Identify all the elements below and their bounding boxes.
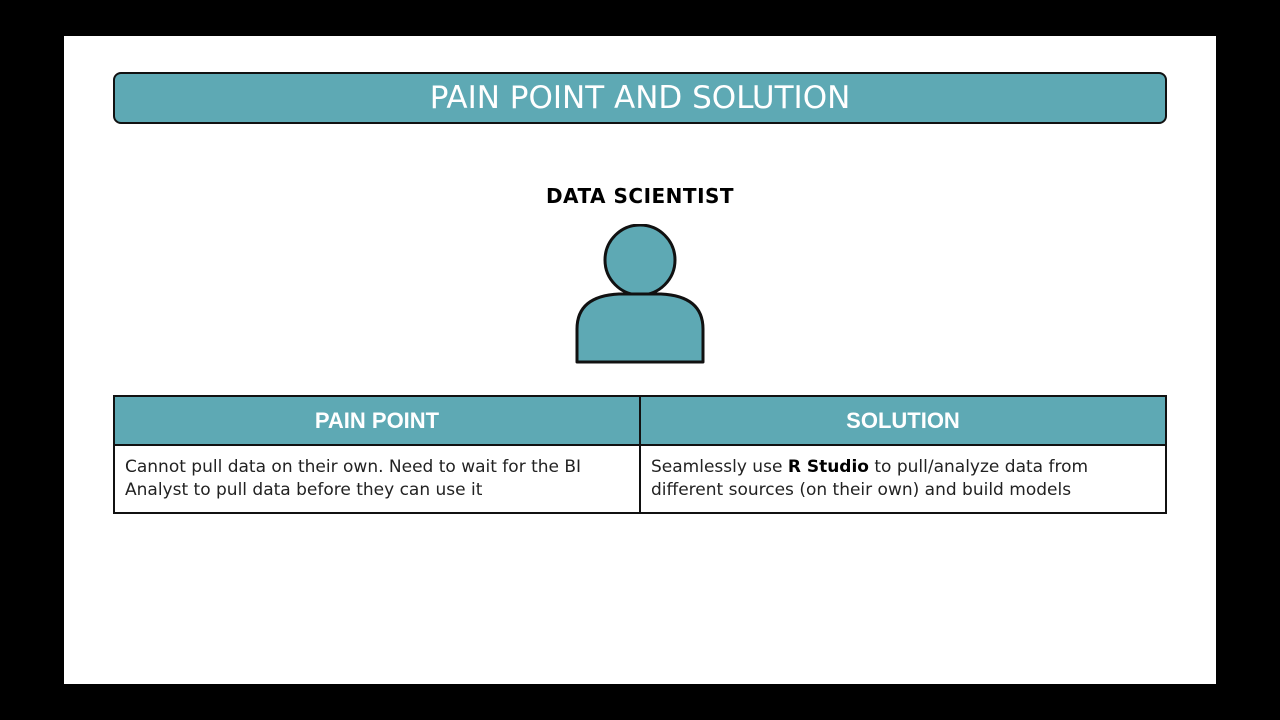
- solution-cell: Seamlessly use R Studio to pull/analyze …: [639, 444, 1167, 514]
- solution-suffix: to pull/analyze data from different sour…: [651, 457, 1089, 500]
- solution-prefix: Seamlessly use: [651, 457, 788, 477]
- persona-label: DATA SCIENTIST: [545, 184, 735, 208]
- person-icon: [575, 224, 705, 364]
- slide-title: PAIN POINT AND SOLUTION: [429, 80, 851, 116]
- header-pain-point: PAIN POINT: [113, 395, 641, 446]
- slide: PAIN POINT AND SOLUTION DATA SCIENTIST P…: [64, 36, 1216, 684]
- pain-solution-table: PAIN POINT SOLUTION Cannot pull data on …: [113, 395, 1167, 514]
- pain-point-cell: Cannot pull data on their own. Need to w…: [113, 444, 641, 514]
- title-bar: PAIN POINT AND SOLUTION: [113, 72, 1167, 124]
- header-solution: SOLUTION: [639, 395, 1167, 446]
- solution-highlight: R Studio: [787, 457, 869, 477]
- table-row: Cannot pull data on their own. Need to w…: [113, 444, 1167, 514]
